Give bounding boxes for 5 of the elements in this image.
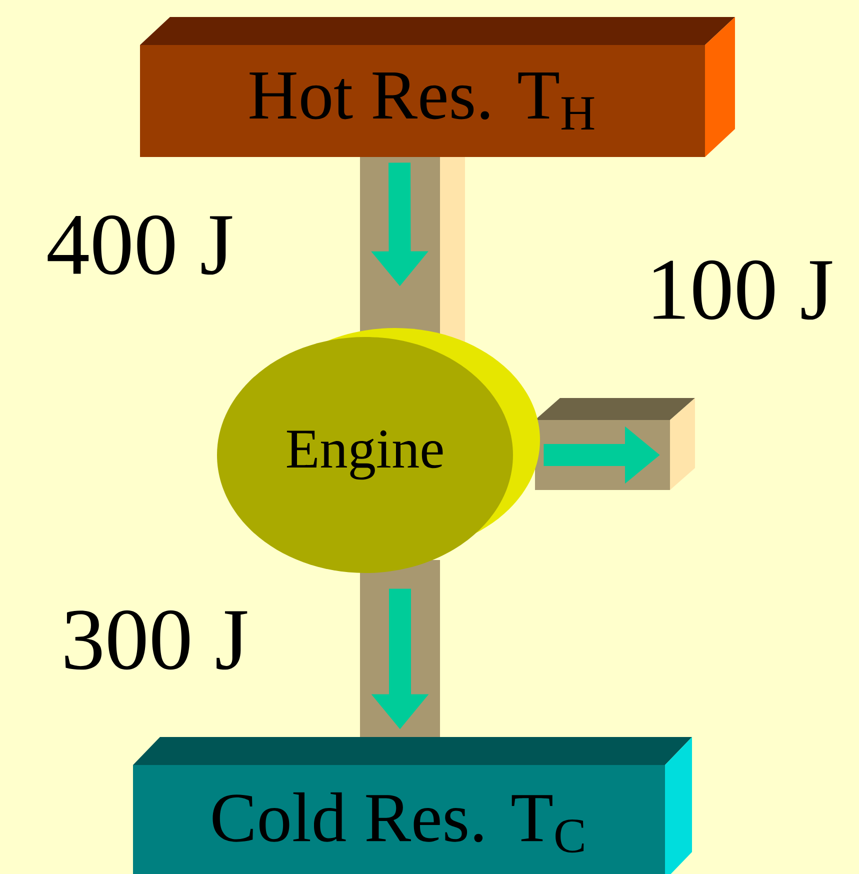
- reservoir-box: Cold Res. T$_{C}$: [133, 737, 692, 874]
- edge-label: 400 J: [48, 215, 232, 275]
- edge-label: 100 J: [654, 260, 832, 320]
- reservoir-box: Hot Res. T$_{H}$: [140, 17, 735, 157]
- edge-label: 300 J: [65, 610, 248, 670]
